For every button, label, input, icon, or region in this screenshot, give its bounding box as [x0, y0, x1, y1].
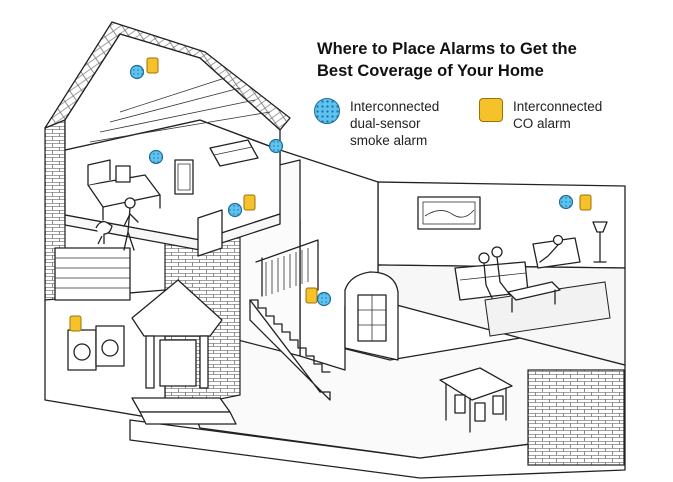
right-brick-wall: [527, 369, 625, 466]
attic-gable: [64, 33, 281, 151]
legend-co-alarm: Interconnected CO alarm: [479, 98, 602, 132]
diagram-title: Where to Place Alarms to Get the Best Co…: [317, 38, 657, 82]
smoke-alarm-icon: [227, 202, 243, 218]
co-alarm-icon: [243, 194, 256, 211]
co-alarm-icon: [305, 287, 318, 304]
title-line-2: Best Coverage of Your Home: [317, 62, 544, 80]
bed: [87, 159, 161, 221]
coffee-table: [507, 281, 561, 301]
front-porch: [131, 279, 237, 425]
co-alarm-icon: [146, 57, 159, 74]
staircase: [249, 239, 331, 401]
nightstand: [115, 165, 131, 183]
smoke-alarm-icon: [148, 149, 164, 165]
smoke-alarm-icon: [316, 291, 332, 307]
smoke-alarm-icon: [268, 138, 284, 154]
dining-set: [439, 367, 513, 433]
upstairs-sofa: [209, 139, 259, 167]
smoke-alarm-icon: [314, 98, 340, 124]
garage-door-frame: [54, 247, 131, 301]
co-alarm-icon: [69, 315, 82, 332]
floor-lamp: [592, 221, 608, 233]
legend-smoke-alarm: Interconnected dual-sensor smoke alarm: [314, 98, 439, 149]
bedroom-window: [174, 159, 194, 195]
co-alarm-icon: [479, 98, 503, 122]
smoke-alarm-icon: [129, 64, 145, 80]
smoke-alarm-icon: [558, 194, 574, 210]
co-alarm-icon: [579, 194, 592, 211]
legend-co-label: Interconnected CO alarm: [513, 99, 603, 131]
legend-smoke-label: Interconnected dual-sensor smoke alarm: [350, 99, 440, 148]
title-line-1: Where to Place Alarms to Get the: [317, 40, 577, 58]
dog: [95, 220, 113, 245]
washer-dryer: [67, 325, 125, 371]
